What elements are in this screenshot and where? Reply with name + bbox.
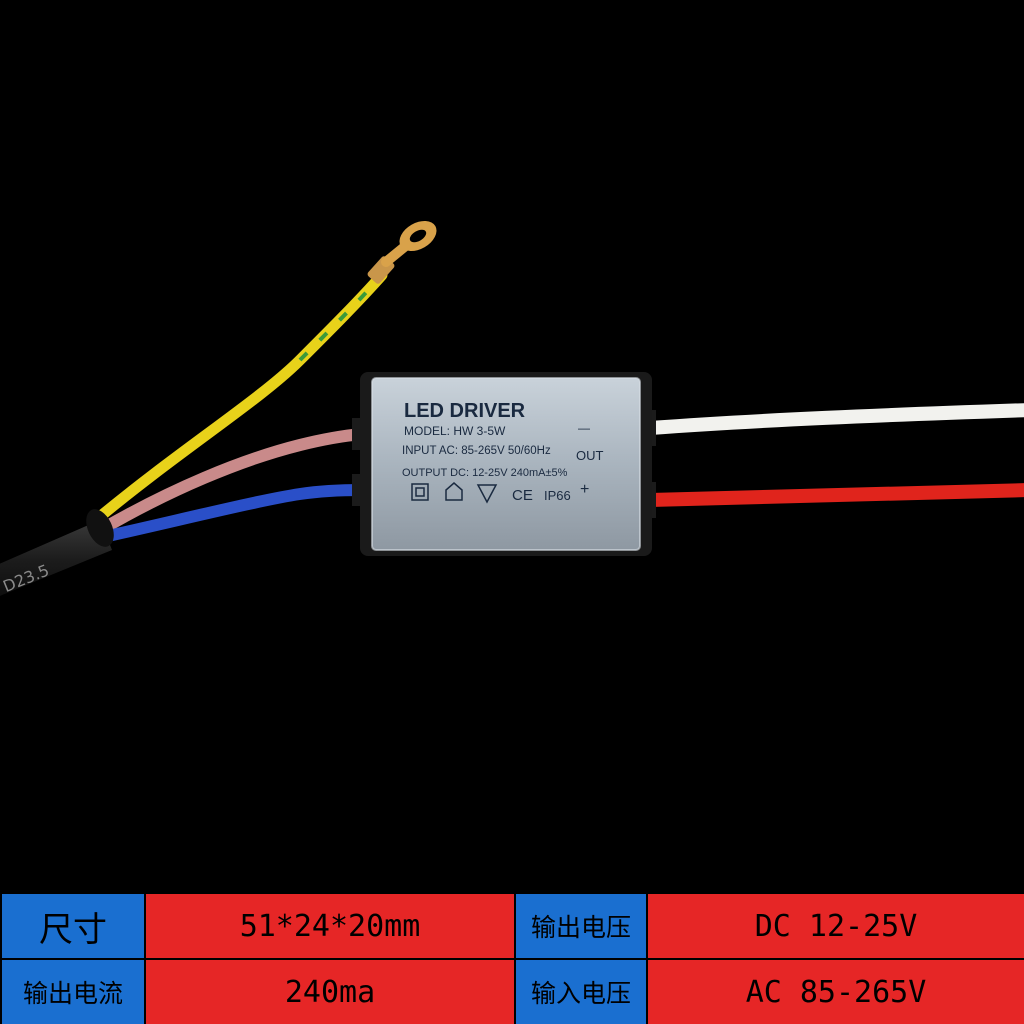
output-red-wire (643, 483, 1024, 507)
size-value: 51*24*20mm (144, 892, 516, 960)
size-label: 尺寸 (0, 892, 146, 960)
ip-rating: IP66 (544, 488, 571, 503)
neutral-wire (102, 484, 368, 542)
input-voltage-value: AC 85-265V (646, 958, 1024, 1024)
spec-table: 尺寸 51*24*20mm 输出电压 DC 12-25V 输出电流 240ma … (0, 892, 1024, 1024)
input-voltage-label: 输入电压 (514, 958, 648, 1024)
spec-row: 输出电流 240ma 输入电压 AC 85-265V (0, 958, 1024, 1024)
minus-marker: — (578, 421, 590, 435)
ground-wire (90, 269, 388, 526)
ce-mark: CE (512, 487, 533, 504)
indoor-use-icon (445, 482, 463, 501)
plus-marker: + (580, 481, 589, 498)
live-wire (98, 428, 368, 534)
out-label: OUT (576, 448, 604, 463)
output-voltage-value: DC 12-25V (646, 892, 1024, 960)
spec-row: 尺寸 51*24*20mm 输出电压 DC 12-25V (0, 892, 1024, 960)
output-current-label: 输出电流 (0, 958, 146, 1024)
driver-case: LED DRIVER MODEL: HW 3-5W INPUT AC: 85-2… (360, 372, 652, 556)
output-voltage-label: 输出电压 (514, 892, 648, 960)
driver-model: MODEL: HW 3-5W (404, 424, 506, 438)
driver-title: LED DRIVER (404, 400, 526, 422)
driver-input: INPUT AC: 85-265V 50/60Hz (402, 445, 551, 457)
output-white-wire (643, 403, 1024, 435)
double-insulation-icon (411, 483, 429, 501)
f-mark-icon (476, 484, 498, 504)
led-driver-photo: D23.5 LED DRIVER MODE (0, 220, 1024, 596)
output-current-value: 240ma (144, 958, 516, 1024)
driver-output: OUTPUT DC: 12-25V 240mA±5% (402, 467, 568, 479)
ring-terminal (399, 220, 437, 252)
